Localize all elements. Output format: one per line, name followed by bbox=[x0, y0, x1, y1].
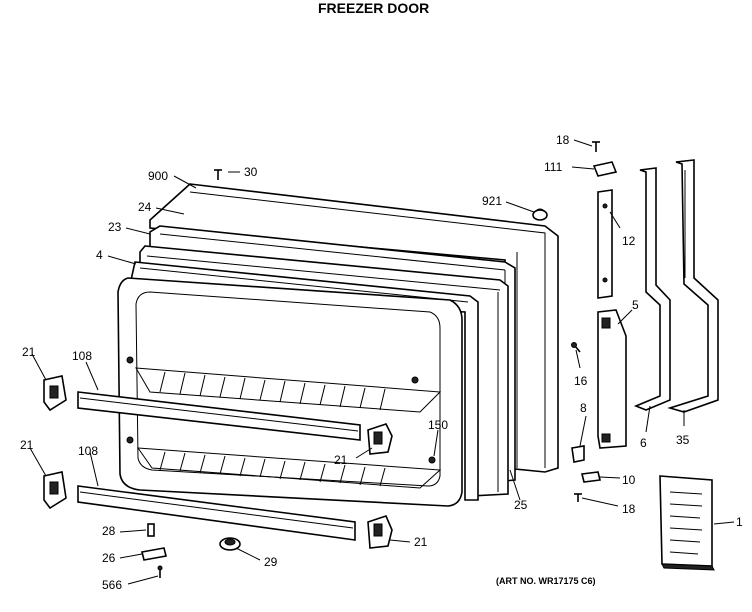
callout-4: 4 bbox=[96, 248, 103, 262]
hinge-bracket-12 bbox=[597, 189, 613, 299]
callout-921: 921 bbox=[482, 194, 502, 208]
end-cap-lower-right bbox=[367, 515, 393, 549]
callout-30: 30 bbox=[244, 165, 258, 179]
bracket-26 bbox=[141, 547, 167, 561]
callout-8: 8 bbox=[580, 401, 587, 415]
art-number: (ART NO. WR17175 C6) bbox=[496, 576, 596, 586]
callout-111: 111 bbox=[544, 160, 563, 174]
screw-16 bbox=[571, 342, 581, 353]
screw-30 bbox=[214, 169, 222, 180]
manual-booklet-1 bbox=[659, 475, 715, 571]
callout-1: 1 bbox=[736, 515, 743, 529]
callout-18-bottom: 18 bbox=[622, 502, 636, 516]
callout-900: 900 bbox=[148, 169, 168, 183]
callout-21-lower-right: 21 bbox=[414, 535, 428, 549]
hinge-cap-111 bbox=[592, 161, 618, 177]
callout-10: 10 bbox=[622, 473, 636, 487]
callout-24: 24 bbox=[138, 200, 152, 214]
plug-921 bbox=[532, 209, 548, 221]
door-liner bbox=[117, 277, 463, 507]
callout-150: 150 bbox=[428, 418, 448, 432]
door-handle-35 bbox=[667, 159, 719, 413]
callout-21-lower-left: 21 bbox=[20, 438, 34, 452]
callout-28: 28 bbox=[102, 524, 116, 538]
callout-25: 25 bbox=[514, 498, 528, 512]
callout-26: 26 bbox=[102, 551, 116, 565]
shelf-bar-upper bbox=[77, 391, 361, 441]
callout-6: 6 bbox=[640, 436, 647, 450]
end-cap-lower-left bbox=[43, 471, 67, 510]
end-cap-upper-left bbox=[43, 375, 67, 412]
shelf-bar-lower bbox=[77, 485, 356, 541]
callout-108-lower: 108 bbox=[78, 444, 98, 458]
screw-18-bottom bbox=[574, 493, 582, 502]
door-handle-6 bbox=[633, 167, 671, 411]
callout-labels: 900 30 24 23 4 921 18 111 12 5 16 8 6 35… bbox=[20, 133, 743, 592]
callout-566: 566 bbox=[102, 578, 122, 592]
callout-18-top: 18 bbox=[556, 133, 570, 147]
callout-12: 12 bbox=[622, 234, 636, 248]
hinge-5 bbox=[597, 309, 627, 449]
diagram-title: FREEZER DOOR bbox=[318, 0, 429, 16]
leader-lines bbox=[29, 139, 735, 585]
callout-23: 23 bbox=[108, 220, 122, 234]
spacer-28 bbox=[147, 523, 155, 537]
callout-108-upper: 108 bbox=[72, 349, 92, 363]
callout-21-upper-left: 21 bbox=[22, 345, 36, 359]
callout-5: 5 bbox=[632, 298, 639, 312]
callout-16: 16 bbox=[574, 374, 588, 388]
bumper-29 bbox=[219, 537, 241, 551]
callout-21-center: 21 bbox=[334, 453, 348, 467]
screw-566 bbox=[157, 565, 163, 578]
bracket-10 bbox=[581, 471, 601, 483]
bracket-8 bbox=[571, 445, 585, 463]
callout-29: 29 bbox=[264, 555, 278, 569]
screw-150 bbox=[428, 456, 436, 464]
end-cap-upper-right bbox=[367, 423, 393, 455]
screw-18-top bbox=[592, 141, 600, 152]
callout-35: 35 bbox=[676, 433, 690, 447]
